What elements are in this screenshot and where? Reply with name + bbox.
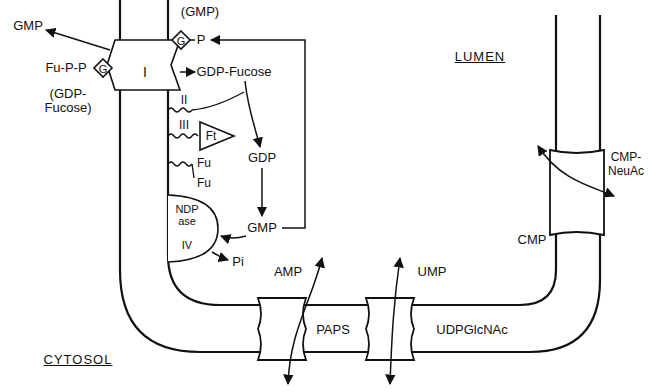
- fucosyltransferase-triangle: Ft: [200, 122, 234, 150]
- transporter-box: I: [107, 40, 180, 90]
- molecule-label: AMP: [274, 265, 302, 279]
- node-label: I: [143, 66, 147, 79]
- molecule-label: Fu-P-P: [45, 61, 86, 75]
- molecule-label: II: [181, 93, 188, 107]
- molecule-label: P: [197, 33, 206, 47]
- node-label: Ft: [206, 130, 217, 143]
- molecule-label: CMP-NeuAc: [606, 150, 646, 178]
- node-label: G: [99, 62, 108, 75]
- nucleotide-diamond: G: [172, 31, 190, 49]
- node-label: G: [177, 34, 186, 47]
- molecule-label: Fu: [197, 156, 211, 170]
- node-label: IV: [182, 239, 192, 252]
- node-label: NDP ase: [173, 203, 201, 227]
- molecule-label: GDP-Fucose: [196, 65, 271, 79]
- region-label: LUMEN: [455, 50, 506, 64]
- molecule-label: GMP: [13, 19, 43, 33]
- triangle-outline: [200, 122, 234, 150]
- nucleotide-diamond: G: [94, 59, 112, 77]
- molecule-label: Fu: [197, 176, 211, 190]
- molecule-label: Pi: [232, 255, 244, 269]
- molecule-label: CMP: [518, 233, 547, 247]
- molecule-label: GMP: [247, 221, 277, 235]
- molecule-label: UMP: [418, 265, 447, 279]
- molecule-label: III: [179, 118, 189, 132]
- molecule-label: UDPGlcNAc: [436, 323, 508, 337]
- region-label: CYTOSOL: [44, 353, 113, 367]
- molecule-label: (GMP): [181, 5, 219, 19]
- molecule-label: (GDP-Fucose): [42, 87, 94, 115]
- molecule-label: PAPS: [316, 323, 350, 337]
- molecule-label: GDP: [248, 151, 276, 165]
- ndpase-dome: NDP aseIV: [168, 195, 218, 262]
